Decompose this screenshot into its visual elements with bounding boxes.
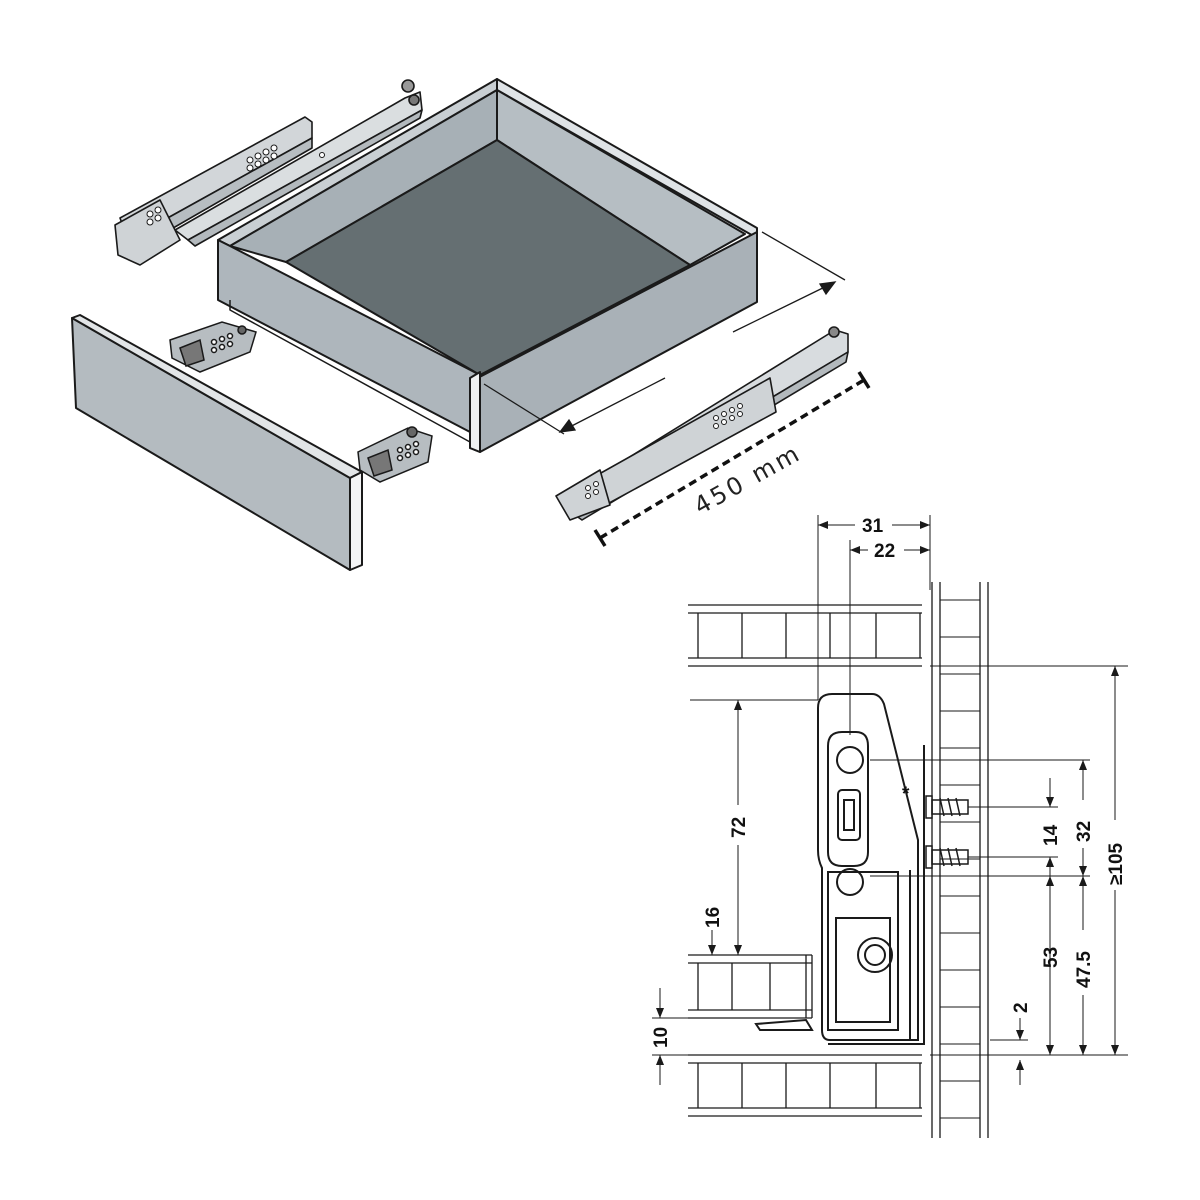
dim-72-label: 72 <box>729 817 750 838</box>
box-bottom <box>285 139 691 376</box>
dim-22-label: 22 <box>874 541 895 562</box>
dim-2-label: 2 <box>1011 1002 1032 1013</box>
dim-32-label: 32 <box>1074 821 1095 842</box>
length-arrow <box>483 231 846 435</box>
dim-31-label: 31 <box>862 516 884 537</box>
dim-53-label: 53 <box>1041 947 1062 968</box>
screw-lower <box>925 845 969 869</box>
dim-14-label: 14 <box>1041 824 1062 846</box>
drawer-side-section <box>688 954 813 1019</box>
screw-upper <box>925 795 969 819</box>
dim-10-label: 10 <box>651 1027 672 1048</box>
runner-profile <box>754 693 925 1045</box>
locking-device-lower <box>357 426 433 483</box>
dim-47-5-label: 47.5 <box>1074 951 1095 988</box>
screw-note-label: * <box>902 784 910 805</box>
lower-drawer-section <box>688 1054 922 1117</box>
front-panel-edge <box>349 471 363 571</box>
rail-left <box>114 79 423 266</box>
dimension-arrows <box>656 521 1119 1070</box>
dim-16-label: 16 <box>703 907 724 928</box>
drawer-box <box>217 78 758 453</box>
locking-device-upper <box>169 321 257 373</box>
upper-drawer-section <box>688 604 922 667</box>
dim-105-label: ≥105 <box>1106 842 1127 885</box>
box-corner-post <box>469 371 481 453</box>
rail-right <box>555 326 849 521</box>
cross-section: 31 22 72 16 10 14 32 ≥105 53 47.5 2 * <box>651 515 1128 1138</box>
